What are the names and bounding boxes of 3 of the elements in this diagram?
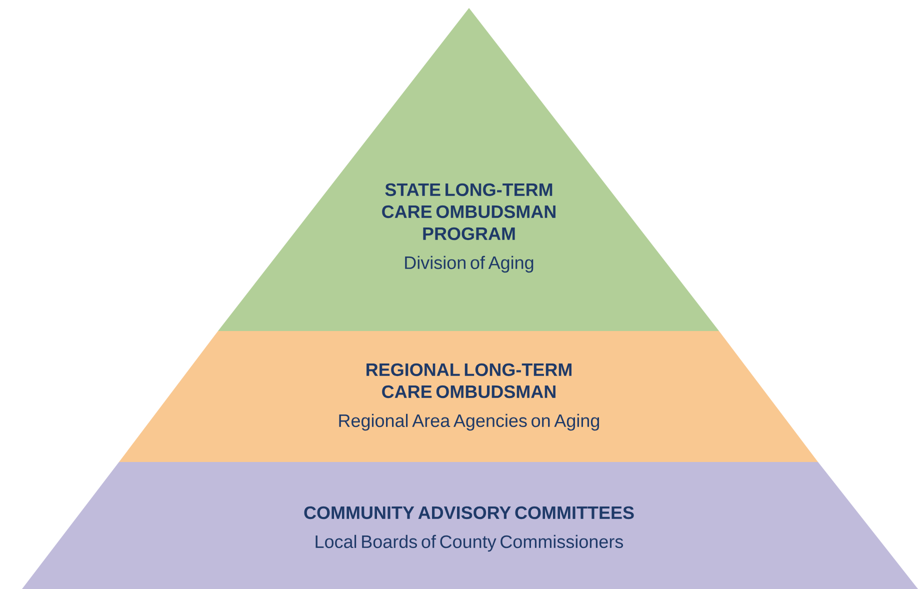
pyramid-tier: COMMUNITY ADVISORY COMMITTEES Local Boards of County Commissioners: [22, 462, 918, 589]
pyramid-tier: STATE LONG-TERM CARE OMBUDSMAN PROGRAM Division of Aging: [218, 8, 719, 331]
pyramid-tier: REGIONAL LONG-TERM CARE OMBUDSMAN Regional Area Agencies on Aging: [119, 331, 818, 462]
